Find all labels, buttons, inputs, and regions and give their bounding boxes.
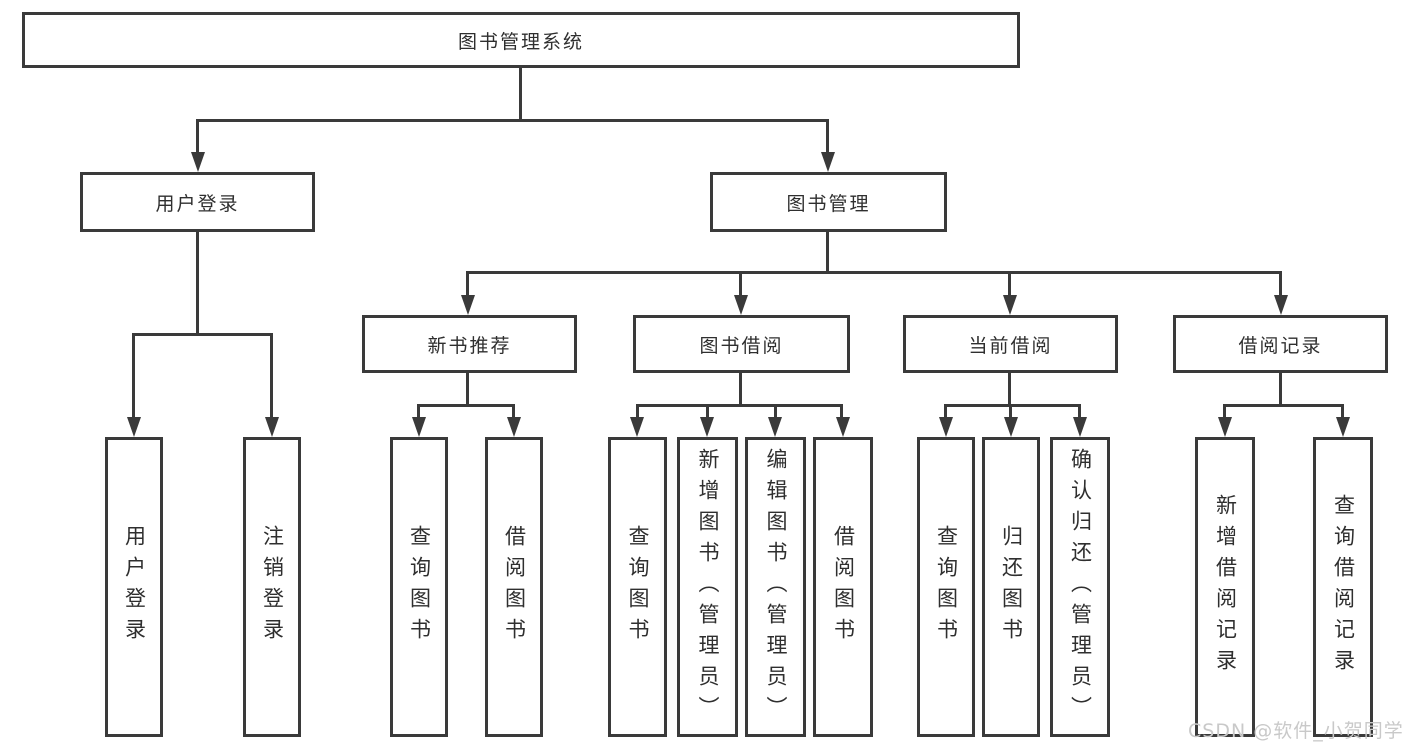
leaf-user-login-label: 用户登录 [122, 525, 147, 649]
connector-root-stem [519, 68, 522, 122]
connector-userlogin-bus [132, 333, 273, 336]
connector-arm [706, 404, 709, 420]
leaf-records-add: 新增借阅记录 [1195, 437, 1255, 737]
node-root-label: 图书管理系统 [457, 30, 584, 53]
leaf-borrow-query-label: 查询图书 [626, 525, 650, 649]
node-book-borrow-label: 图书借阅 [699, 334, 784, 357]
leaf-logout: 注销登录 [243, 437, 301, 737]
connector-current-stem [1008, 373, 1011, 407]
connector-arm [132, 333, 135, 421]
arrow-down-icon [507, 417, 521, 437]
leaf-borrow-book-label: 借阅图书 [831, 525, 856, 649]
arrow-down-icon [700, 417, 714, 437]
connector-arm [1009, 404, 1012, 420]
leaf-current-query-label: 查询图书 [934, 525, 959, 649]
arrow-down-icon [127, 417, 141, 437]
node-new-book-recommend-label: 新书推荐 [427, 334, 512, 357]
node-book-management-label: 图书管理 [786, 192, 871, 215]
connector-arm [417, 404, 420, 420]
arrow-down-icon [1073, 417, 1087, 437]
leaf-records-add-label: 新增借阅记录 [1213, 494, 1238, 680]
connector-arm [636, 404, 639, 420]
arrow-down-icon [412, 417, 426, 437]
leaf-newbook-query: 查询图书 [390, 437, 448, 737]
leaf-logout-label: 注销登录 [260, 525, 285, 649]
leaf-borrow-query: 查询图书 [608, 437, 667, 737]
leaf-current-confirm-admin-label: 确认归还（管理员） [1068, 447, 1093, 727]
leaf-newbook-query-label: 查询图书 [407, 525, 432, 649]
node-new-book-recommend: 新书推荐 [362, 315, 577, 373]
arrow-down-icon [265, 417, 279, 437]
connector-arm [944, 404, 947, 420]
leaf-borrow-add-admin-label: 新增图书（管理员） [696, 447, 720, 727]
connector-userlogin-stem [196, 232, 199, 336]
node-current-borrow: 当前借阅 [903, 315, 1118, 373]
arrow-down-icon [821, 152, 835, 172]
node-user-login-label: 用户登录 [155, 192, 240, 215]
arrow-down-icon [191, 152, 205, 172]
connector-arm [270, 333, 273, 421]
leaf-current-query: 查询图书 [917, 437, 975, 737]
connector-arm [840, 404, 843, 420]
leaf-current-return: 归还图书 [982, 437, 1040, 737]
arrow-down-icon [1274, 295, 1288, 315]
connector-records-stem [1279, 373, 1282, 407]
connector-arm [774, 404, 777, 420]
arrow-down-icon [836, 417, 850, 437]
arrow-down-icon [1336, 417, 1350, 437]
node-book-management: 图书管理 [710, 172, 947, 232]
connector-records-bus [1223, 404, 1344, 407]
node-borrow-records: 借阅记录 [1173, 315, 1388, 373]
connector-arm [826, 119, 829, 154]
csdn-watermark: CSDN @软件_小贺同学 [1188, 720, 1404, 742]
leaf-records-query-label: 查询借阅记录 [1331, 494, 1356, 680]
leaf-newbook-borrow-label: 借阅图书 [502, 525, 527, 649]
connector-level3-bus [466, 271, 1282, 274]
node-root: 图书管理系统 [22, 12, 1020, 68]
connector-current-bus [944, 404, 1081, 407]
connector-level2-bus [196, 119, 829, 122]
leaf-user-login: 用户登录 [105, 437, 163, 737]
connector-arm [512, 404, 515, 420]
leaf-borrow-add-admin: 新增图书（管理员） [677, 437, 738, 737]
leaf-borrow-edit-admin-label: 编辑图书（管理员） [764, 447, 788, 727]
leaf-borrow-edit-admin: 编辑图书（管理员） [745, 437, 806, 737]
arrow-down-icon [630, 417, 644, 437]
arrow-down-icon [1004, 417, 1018, 437]
node-user-login: 用户登录 [80, 172, 315, 232]
leaf-current-return-label: 归还图书 [999, 525, 1024, 649]
connector-arm [1078, 404, 1081, 420]
connector-arm [1008, 271, 1011, 297]
arrow-down-icon [1218, 417, 1232, 437]
connector-arm [466, 271, 469, 297]
connector-newbook-stem [466, 373, 469, 407]
leaf-borrow-book: 借阅图书 [813, 437, 873, 737]
connector-arm [1279, 271, 1282, 297]
arrow-down-icon [939, 417, 953, 437]
arrow-down-icon [1003, 295, 1017, 315]
node-borrow-records-label: 借阅记录 [1238, 334, 1323, 357]
connector-borrow-bus [636, 404, 843, 407]
connector-bookmgmt-stem [826, 232, 829, 274]
leaf-current-confirm-admin: 确认归还（管理员） [1050, 437, 1110, 737]
connector-arm [196, 119, 199, 154]
arrow-down-icon [768, 417, 782, 437]
arrow-down-icon [461, 295, 475, 315]
connector-newbook-bus [417, 404, 515, 407]
node-book-borrow: 图书借阅 [633, 315, 850, 373]
connector-arm [1341, 404, 1344, 420]
connector-arm [739, 271, 742, 297]
arrow-down-icon [734, 295, 748, 315]
leaf-newbook-borrow: 借阅图书 [485, 437, 543, 737]
connector-arm [1223, 404, 1226, 420]
connector-borrow-stem [739, 373, 742, 407]
leaf-records-query: 查询借阅记录 [1313, 437, 1373, 737]
node-current-borrow-label: 当前借阅 [968, 334, 1053, 357]
